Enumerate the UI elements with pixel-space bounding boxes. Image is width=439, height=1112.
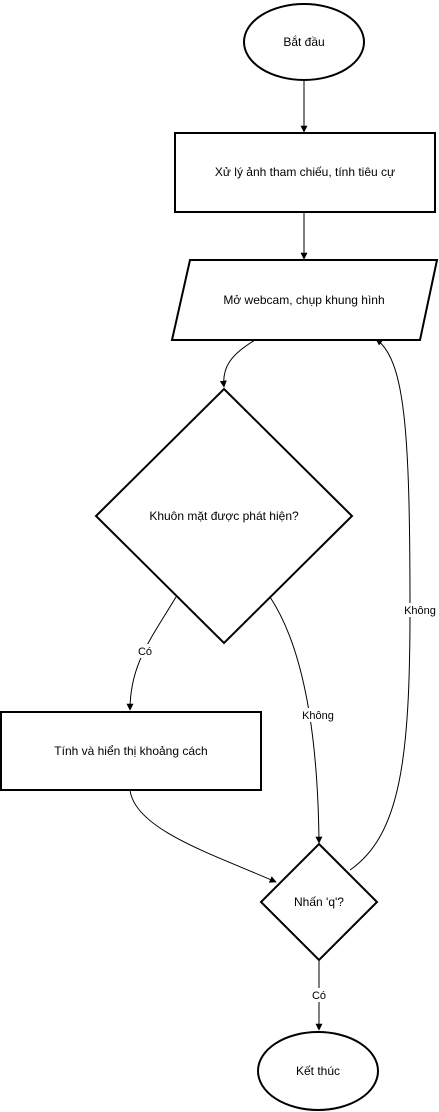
edge-label-q-no: Không <box>401 603 439 617</box>
edge-label-face-no: Không <box>299 708 337 722</box>
edge-label-q-yes: Có <box>309 988 329 1002</box>
face-detected-decision: Khuôn mặt được phát hiện? <box>94 387 354 645</box>
end-node: Kết thúc <box>257 1031 379 1111</box>
edge-face-no <box>269 596 323 844</box>
press-q-label: Nhấn 'q'? <box>294 895 344 909</box>
start-node-label: Bắt đầu <box>283 34 324 49</box>
press-q-decision: Nhấn 'q'? <box>259 842 379 962</box>
end-node-label: Kết thúc <box>296 1064 340 1078</box>
edge-webcam-to-face <box>219 339 256 388</box>
edge-label-face-yes: Có <box>136 644 154 658</box>
edge-distance-to-q <box>129 789 277 883</box>
open-webcam-label: Mở webcam, chụp khung hình <box>223 293 384 307</box>
start-node: Bắt đầu <box>243 3 365 81</box>
compute-distance-node: Tính và hiển thị khoảng cách <box>0 711 262 791</box>
face-detected-label: Khuôn mặt được phát hiện? <box>149 509 299 523</box>
edge-label-face-yes-text: Có <box>138 646 152 658</box>
process-reference-node: Xử lý ảnh tham chiếu, tính tiêu cự <box>174 132 436 213</box>
process-reference-label: Xử lý ảnh tham chiếu, tính tiêu cự <box>215 165 395 179</box>
edge-label-face-no-text: Không <box>302 710 334 722</box>
open-webcam-node: Mở webcam, chụp khung hình <box>170 259 439 341</box>
edge-label-q-no-text: Không <box>404 605 436 617</box>
edge-label-q-yes-text: Có <box>312 990 326 1002</box>
compute-distance-label: Tính và hiển thị khoảng cách <box>54 744 207 758</box>
